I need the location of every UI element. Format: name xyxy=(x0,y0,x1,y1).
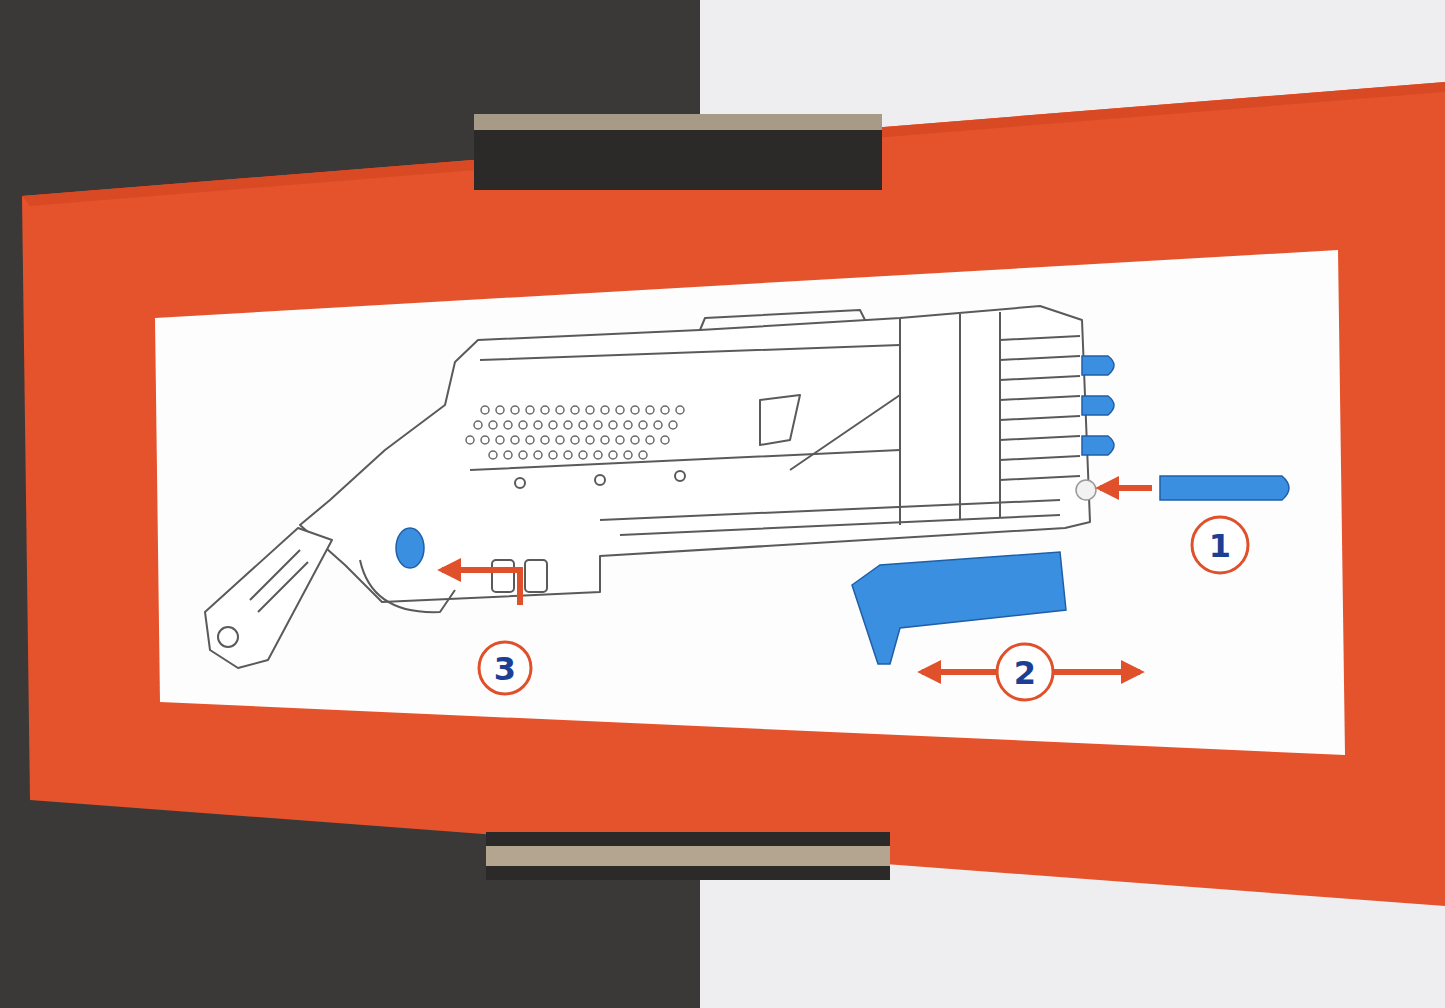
cardboard-edge xyxy=(474,114,882,130)
callout-circle xyxy=(479,517,1248,700)
instruction-panel xyxy=(155,250,1345,755)
cardboard-edge xyxy=(486,846,890,866)
vent-dots xyxy=(466,406,684,459)
box-edge xyxy=(22,82,1445,206)
orange-box xyxy=(22,82,1445,906)
callout-number: 2 xyxy=(1014,657,1036,689)
blaster-drawing xyxy=(205,306,1090,668)
box-slot xyxy=(474,114,882,190)
box-slot xyxy=(486,832,890,880)
callout-number: 1 xyxy=(1209,530,1231,562)
callout-number: 3 xyxy=(494,653,516,685)
blue-parts xyxy=(396,356,1289,664)
action-arrows xyxy=(442,488,1152,672)
barrel-opening xyxy=(1076,480,1096,500)
